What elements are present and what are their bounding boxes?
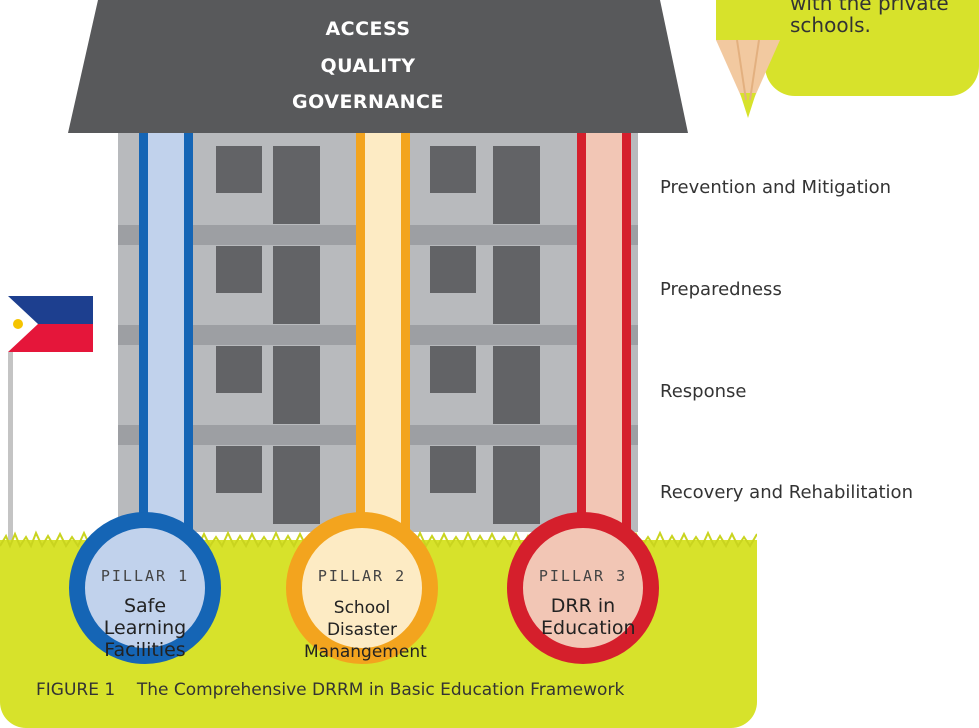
stage-label: Response	[660, 381, 747, 402]
flag-triangle-icon	[8, 296, 38, 352]
pillar-1-tag: PILLAR 1	[100, 567, 190, 585]
window	[216, 346, 262, 393]
pillar-1-column	[139, 132, 193, 532]
window	[216, 446, 262, 493]
door	[273, 246, 320, 324]
window	[430, 246, 476, 293]
window	[216, 246, 262, 293]
stage-label: Preparedness	[660, 279, 782, 300]
door	[273, 346, 320, 424]
window	[430, 346, 476, 393]
callout-text: with the private schools.	[790, 0, 949, 37]
window	[430, 446, 476, 493]
door	[493, 246, 540, 324]
door	[493, 446, 540, 524]
pillar-2-label: School Disaster Manangement	[304, 598, 427, 662]
door	[273, 446, 320, 524]
pillar-2-tag: PILLAR 2	[317, 567, 407, 585]
stage-label: Prevention and Mitigation	[660, 177, 892, 198]
pillar-1-label: Safe Learning Facilities	[103, 595, 187, 661]
door	[493, 346, 540, 424]
roof-line-quality: QUALITY	[320, 55, 416, 77]
figure-title: The Comprehensive DRRM in Basic Educatio…	[136, 680, 625, 700]
roof-line-governance: GOVERNANCE	[292, 91, 444, 113]
window	[216, 146, 262, 193]
pencil-icon	[716, 0, 780, 118]
pillar-3-label: DRR in Education	[541, 595, 636, 639]
pillar-3-circle	[507, 512, 659, 664]
window	[430, 146, 476, 193]
pillar-3-column	[577, 132, 631, 532]
figure-caption: FIGURE 1 The Comprehensive DRRM in Basic…	[36, 680, 624, 700]
figure-number: FIGURE 1	[36, 680, 116, 700]
pillar-2-circle	[286, 512, 438, 664]
door	[273, 146, 320, 224]
door	[493, 146, 540, 224]
pillar-2-column	[356, 132, 410, 532]
roof-line-access: ACCESS	[325, 18, 411, 40]
roof	[68, 0, 688, 133]
flag-pole	[8, 296, 13, 556]
pillar-3-tag: PILLAR 3	[538, 567, 628, 585]
callout-bubble	[765, 0, 979, 96]
stage-label: Recovery and Rehabilitation	[660, 482, 913, 503]
